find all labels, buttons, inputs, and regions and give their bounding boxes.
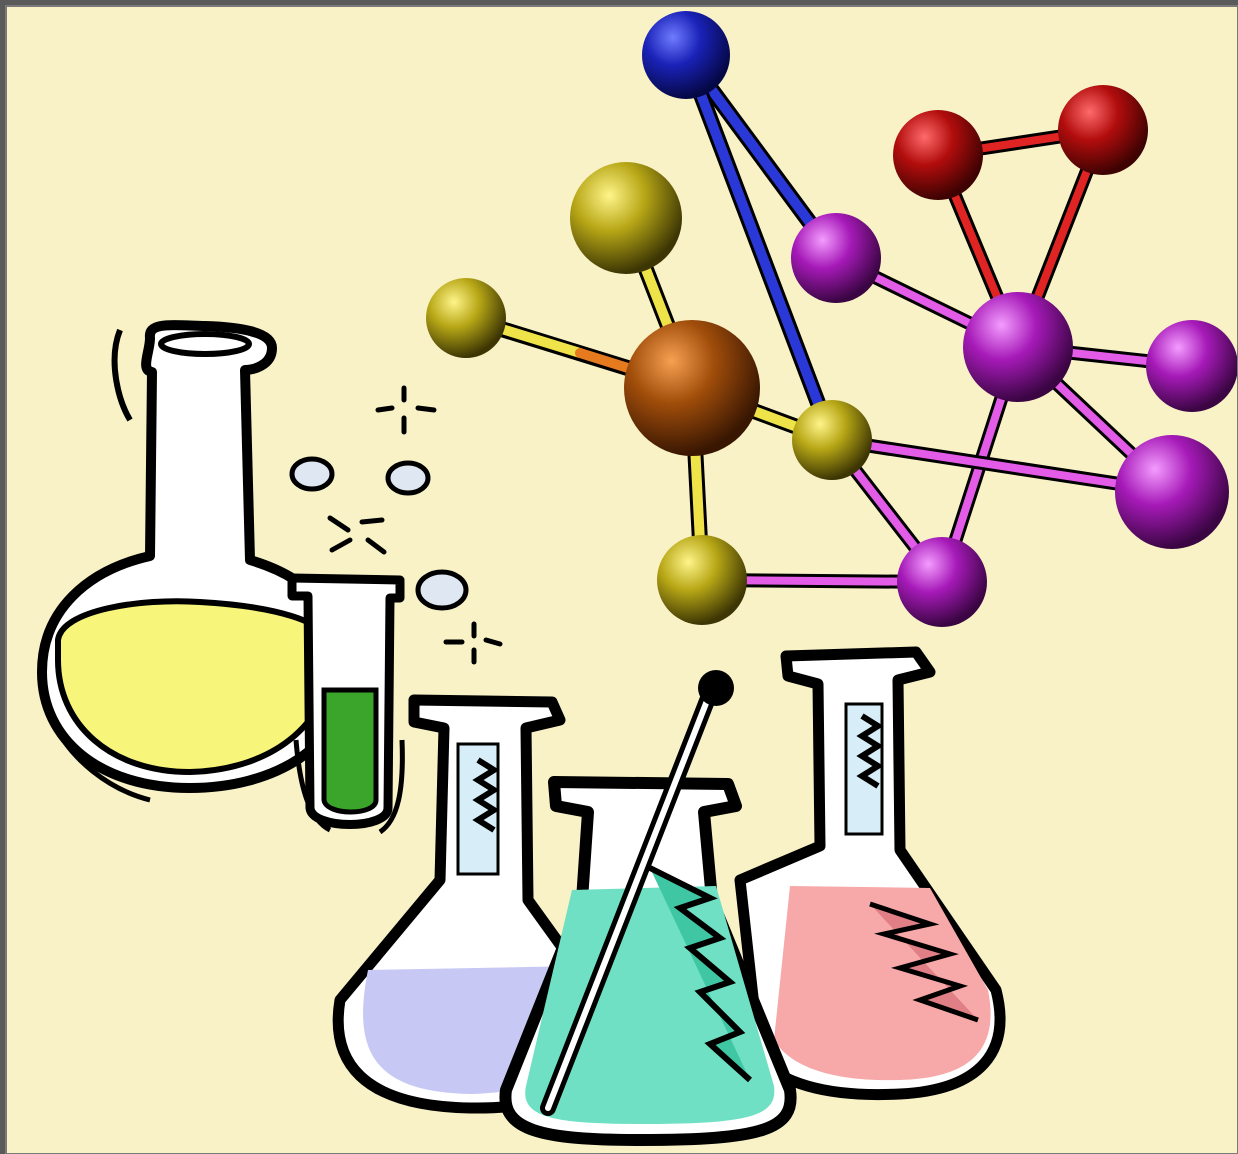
olive-atom <box>570 162 682 274</box>
round-flask-icon <box>37 320 349 803</box>
sparkle-icon <box>327 385 503 665</box>
olive-atom <box>426 278 506 358</box>
brown-atom <box>624 320 760 456</box>
molecule-model-icon <box>426 11 1238 627</box>
red-atom <box>1058 85 1148 175</box>
bubble-icon <box>289 456 469 611</box>
red-atom <box>893 110 983 200</box>
olive-atom <box>657 535 747 625</box>
purple-atom <box>1115 435 1229 549</box>
panel-border <box>5 5 1238 1154</box>
stirring-rod-icon <box>540 670 734 1116</box>
test-tube-icon <box>287 573 405 835</box>
purple-atom <box>1146 320 1238 412</box>
purple-atom <box>897 537 987 627</box>
olive-atom <box>792 400 872 480</box>
purple-atom <box>963 292 1073 402</box>
purple-atom <box>791 213 881 303</box>
blue-atom <box>642 11 730 99</box>
